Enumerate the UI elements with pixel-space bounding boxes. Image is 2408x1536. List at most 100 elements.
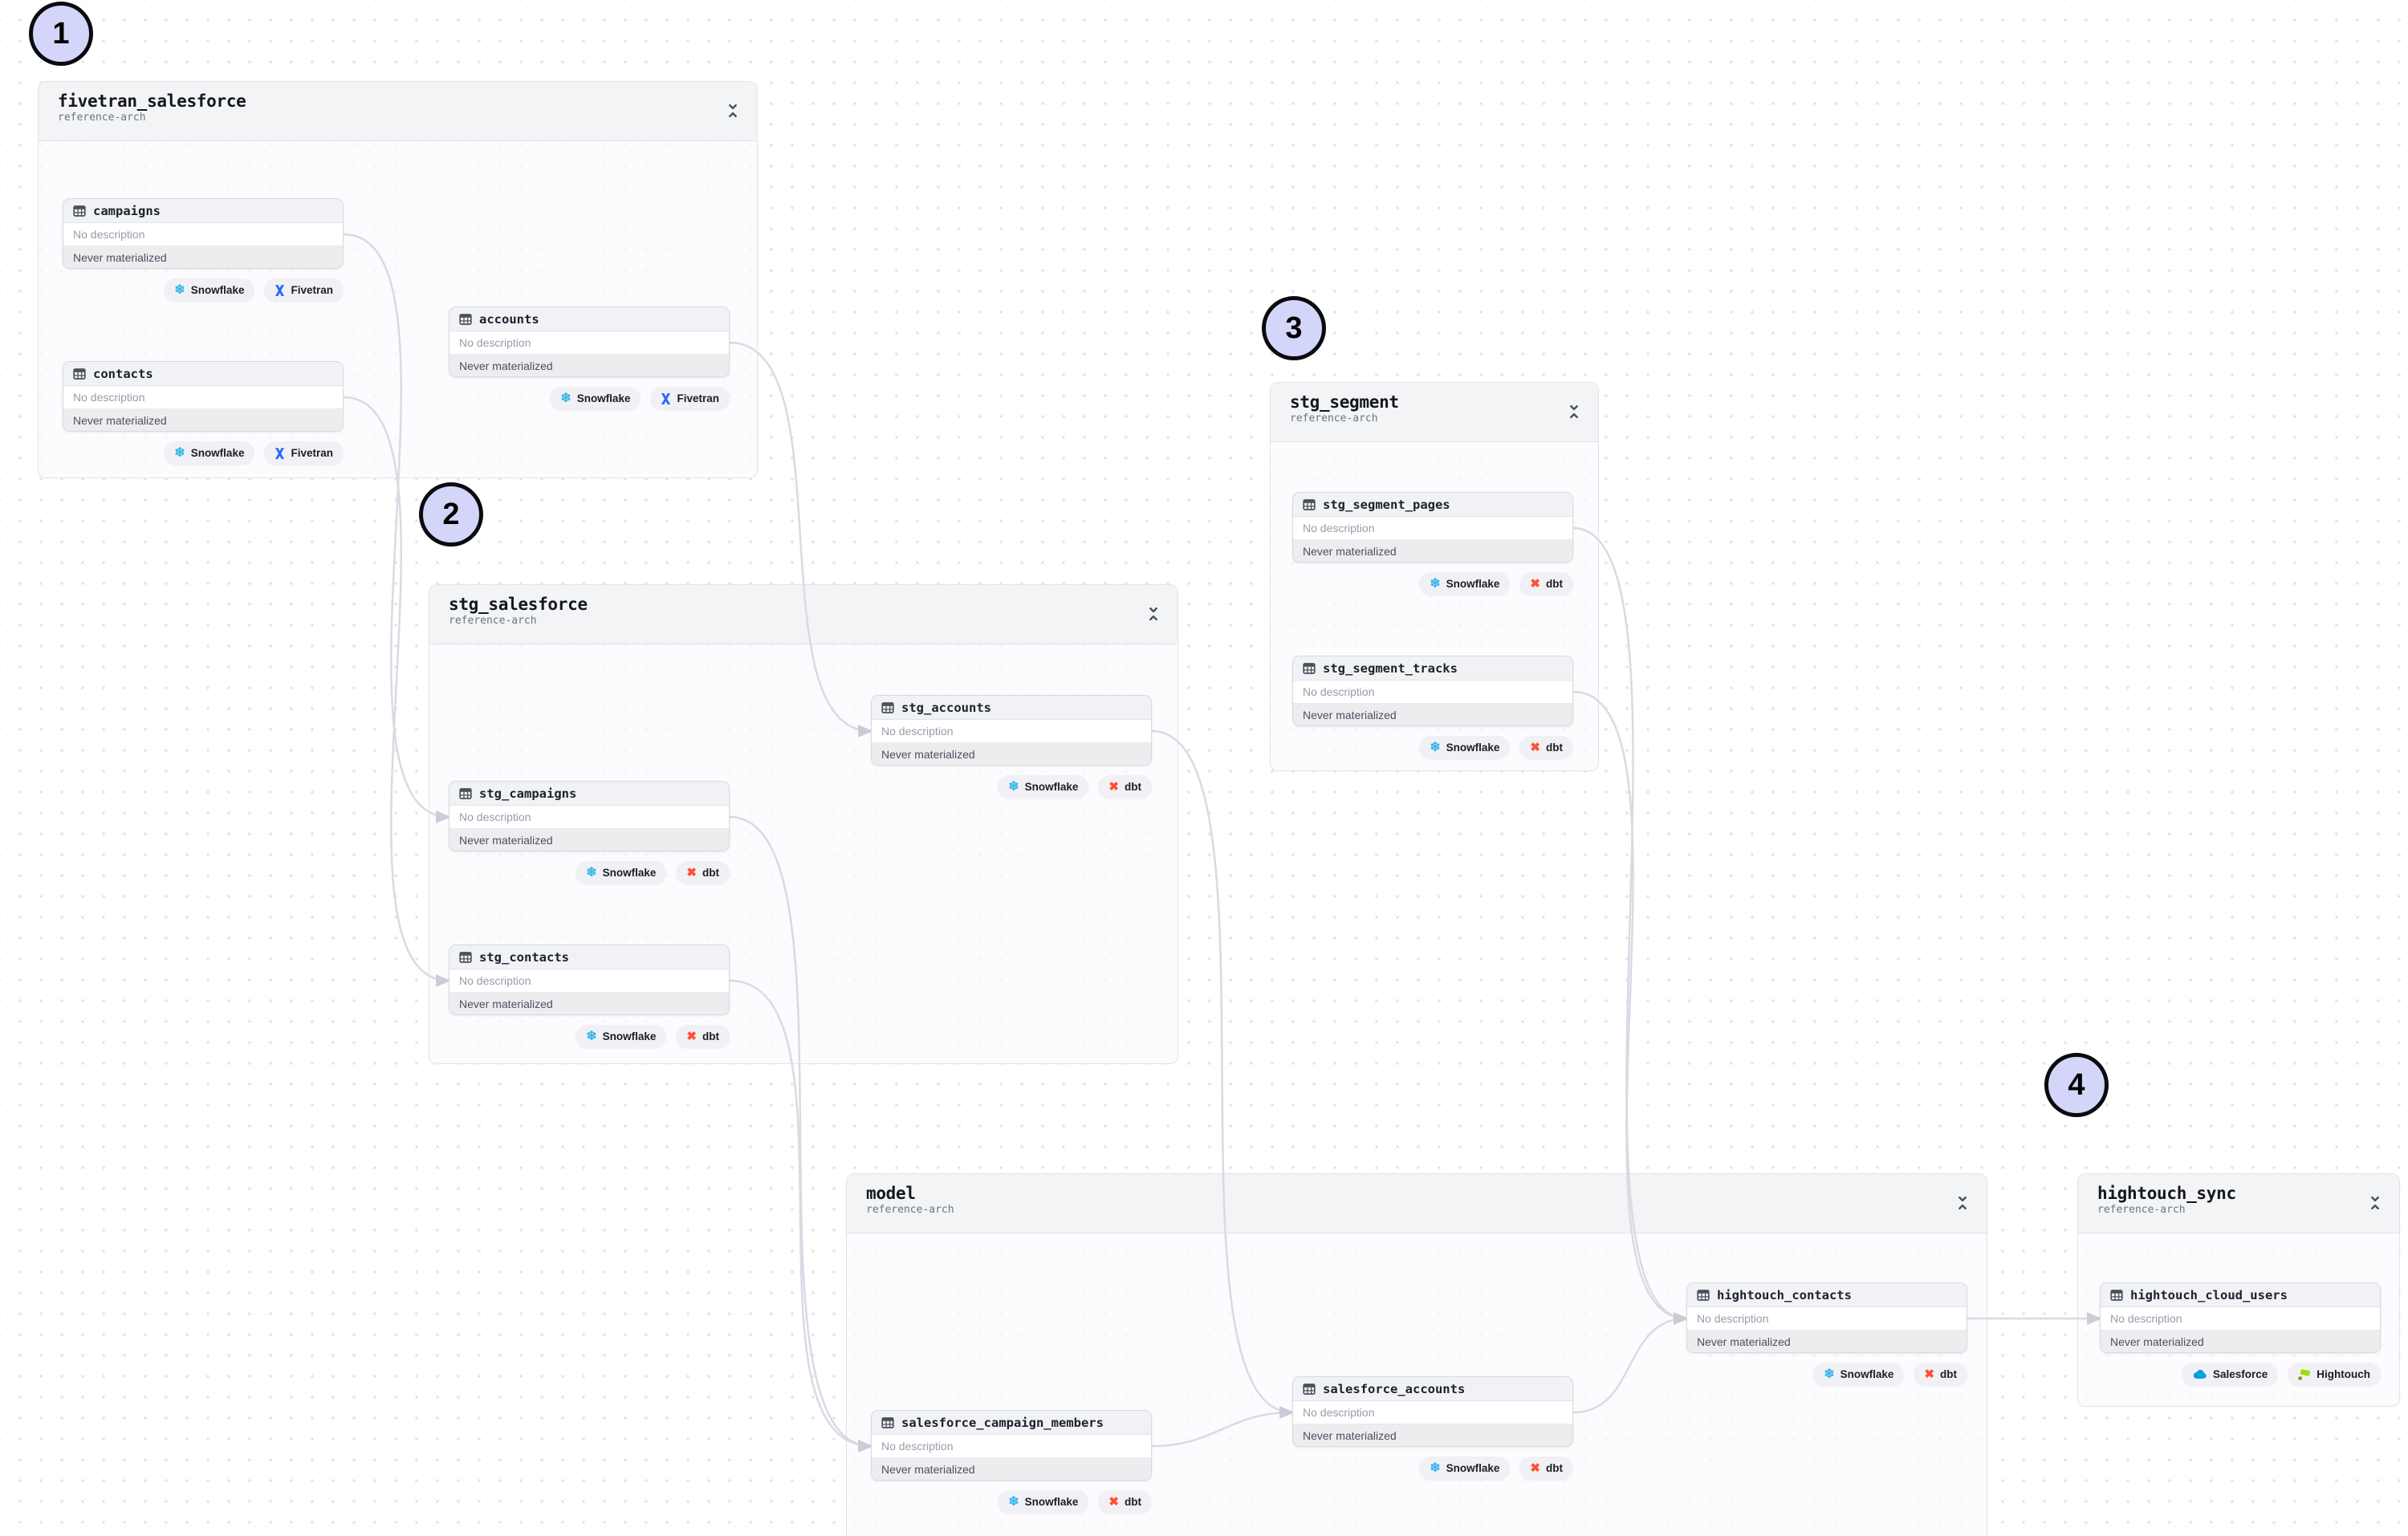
node-description: No description xyxy=(872,1435,1151,1458)
table-icon xyxy=(73,368,86,380)
dbt-icon: ✖ xyxy=(1108,780,1119,794)
badge-snowflake[interactable]: ❄Snowflake xyxy=(164,441,255,465)
node-stg-segment-tracks[interactable]: stg_segment_tracks No description Never … xyxy=(1292,656,1573,726)
node-description: No description xyxy=(449,331,729,355)
collapse-vertical-icon[interactable] xyxy=(1566,404,1582,420)
badge-row: ❄Snowflake ✖dbt xyxy=(871,775,1152,798)
badge-fivetran[interactable]: Fivetran xyxy=(264,278,344,302)
badge-dbt[interactable]: ✖dbt xyxy=(1098,775,1152,798)
badge-row: ❄Snowflake ✖ dbt xyxy=(1292,736,1573,759)
dbt-icon: ✖ xyxy=(686,1030,697,1043)
dbt-icon: ✖ xyxy=(1530,741,1540,754)
badge-fivetran[interactable]: Fivetran xyxy=(264,441,344,465)
node-materialization: Never materialized xyxy=(449,828,729,851)
node-header: hightouch_contacts xyxy=(1687,1283,1967,1307)
snowflake-icon: ❄ xyxy=(560,391,571,405)
badge-snowflake[interactable]: ❄Snowflake xyxy=(1813,1363,1905,1386)
snowflake-icon: ❄ xyxy=(586,865,597,880)
dbt-icon: ✖ xyxy=(1108,1495,1119,1509)
node-description: No description xyxy=(449,806,729,829)
badge-dbt[interactable]: ✖dbt xyxy=(676,1025,730,1048)
badge-label: Snowflake xyxy=(190,284,245,296)
node-materialization: Never materialized xyxy=(449,354,729,376)
node-contacts[interactable]: contacts No description Never materializ… xyxy=(63,361,344,432)
group-subtitle: reference-arch xyxy=(1290,412,1378,425)
badge-dbt[interactable]: ✖dbt xyxy=(676,861,730,884)
table-icon xyxy=(459,951,472,964)
badge-label: Salesforce xyxy=(2212,1368,2268,1380)
badge-label: Snowflake xyxy=(1024,1496,1079,1508)
node-accounts[interactable]: accounts No description Never materializ… xyxy=(449,307,730,377)
annotation-circle-4: 4 xyxy=(2044,1053,2109,1117)
group-header[interactable]: hightouch_sync reference-arch xyxy=(2078,1174,2399,1233)
badge-label: Snowflake xyxy=(1840,1368,1894,1380)
badge-snowflake[interactable]: ❄ Snowflake xyxy=(164,278,255,302)
node-salesforce-campaign-members[interactable]: salesforce_campaign_members No descripti… xyxy=(871,1410,1152,1481)
badge-label: Snowflake xyxy=(576,392,631,404)
table-icon xyxy=(881,701,894,714)
collapse-vertical-icon[interactable] xyxy=(1145,606,1161,622)
node-stg-campaigns[interactable]: stg_campaigns No description Never mater… xyxy=(449,781,730,851)
node-description: No description xyxy=(1687,1307,1967,1331)
badge-label: dbt xyxy=(1546,1462,1563,1474)
annotation-circle-1: 1 xyxy=(29,2,93,66)
node-stg-contacts[interactable]: stg_contacts No description Never materi… xyxy=(449,945,730,1015)
badge-label: Fivetran xyxy=(291,447,333,459)
snowflake-icon: ❄ xyxy=(1430,740,1441,754)
node-stg-segment-pages[interactable]: stg_segment_pages No description Never m… xyxy=(1292,492,1573,563)
node-materialization: Never materialized xyxy=(1687,1330,1967,1352)
badge-salesforce[interactable]: Salesforce xyxy=(2181,1363,2279,1386)
badge-snowflake[interactable]: ❄Snowflake xyxy=(998,1490,1089,1514)
group-header[interactable]: stg_salesforce reference-arch xyxy=(429,585,1178,644)
badge-row: ❄ Snowflake Fivetran xyxy=(449,387,730,410)
collapse-vertical-icon[interactable] xyxy=(725,103,741,119)
node-header: salesforce_campaign_members xyxy=(872,1411,1151,1435)
node-title: accounts xyxy=(479,311,539,327)
collapse-vertical-icon[interactable] xyxy=(2367,1195,2383,1211)
node-title: hightouch_contacts xyxy=(1717,1287,1852,1302)
badge-hightouch[interactable]: Hightouch xyxy=(2288,1363,2381,1386)
group-model[interactable]: model reference-arch xyxy=(846,1173,1987,1536)
badge-fivetran[interactable]: Fivetran xyxy=(650,387,730,410)
node-hightouch-contacts[interactable]: hightouch_contacts No description Never … xyxy=(1686,1282,1967,1353)
node-description: No description xyxy=(1293,517,1572,540)
group-header[interactable]: fivetran_salesforce reference-arch xyxy=(39,82,757,141)
group-header[interactable]: stg_segment reference-arch xyxy=(1271,383,1598,442)
badge-snowflake[interactable]: ❄Snowflake xyxy=(1419,572,1511,595)
node-salesforce-accounts[interactable]: salesforce_accounts No description Never… xyxy=(1292,1376,1573,1447)
node-header: salesforce_accounts xyxy=(1293,1377,1572,1401)
badge-snowflake[interactable]: ❄Snowflake xyxy=(1419,736,1511,759)
node-hightouch-cloud-users[interactable]: hightouch_cloud_users No description Nev… xyxy=(2100,1282,2381,1353)
badge-label: Fivetran xyxy=(677,392,719,404)
badge-label: dbt xyxy=(1125,1496,1141,1508)
badge-snowflake[interactable]: ❄Snowflake xyxy=(576,861,667,884)
badge-dbt[interactable]: ✖ dbt xyxy=(1519,736,1573,759)
badge-label: dbt xyxy=(1940,1368,1957,1380)
badge-dbt[interactable]: ✖dbt xyxy=(1914,1363,1967,1386)
node-header: accounts xyxy=(449,307,729,331)
snowflake-icon: ❄ xyxy=(586,1029,597,1043)
badge-row: ❄Snowflake ✖dbt xyxy=(1292,572,1573,595)
badge-row: ❄Snowflake ✖dbt xyxy=(1686,1363,1967,1386)
group-header[interactable]: model reference-arch xyxy=(847,1174,1987,1233)
badge-label: Snowflake xyxy=(602,1030,657,1042)
node-campaigns[interactable]: campaigns No description Never materiali… xyxy=(63,198,344,269)
badge-label: dbt xyxy=(1546,742,1563,754)
node-title: contacts xyxy=(93,366,153,381)
badge-dbt[interactable]: ✖dbt xyxy=(1519,572,1573,595)
node-stg-accounts[interactable]: stg_accounts No description Never materi… xyxy=(871,695,1152,766)
collapse-vertical-icon[interactable] xyxy=(1954,1195,1971,1211)
node-description: No description xyxy=(872,720,1151,743)
node-materialization: Never materialized xyxy=(1293,539,1572,562)
annotation-label: 2 xyxy=(442,497,460,531)
snowflake-icon: ❄ xyxy=(174,282,185,297)
fivetran-icon xyxy=(275,284,285,296)
badge-snowflake[interactable]: ❄ Snowflake xyxy=(550,387,641,410)
badge-snowflake[interactable]: ❄ Snowflake xyxy=(576,1025,667,1048)
badge-dbt[interactable]: ✖dbt xyxy=(1519,1457,1573,1480)
badge-dbt[interactable]: ✖ dbt xyxy=(1098,1490,1152,1514)
node-title: hightouch_cloud_users xyxy=(2130,1287,2288,1302)
badge-snowflake[interactable]: ❄Snowflake xyxy=(998,775,1089,798)
badge-snowflake[interactable]: ❄Snowflake xyxy=(1419,1457,1511,1480)
